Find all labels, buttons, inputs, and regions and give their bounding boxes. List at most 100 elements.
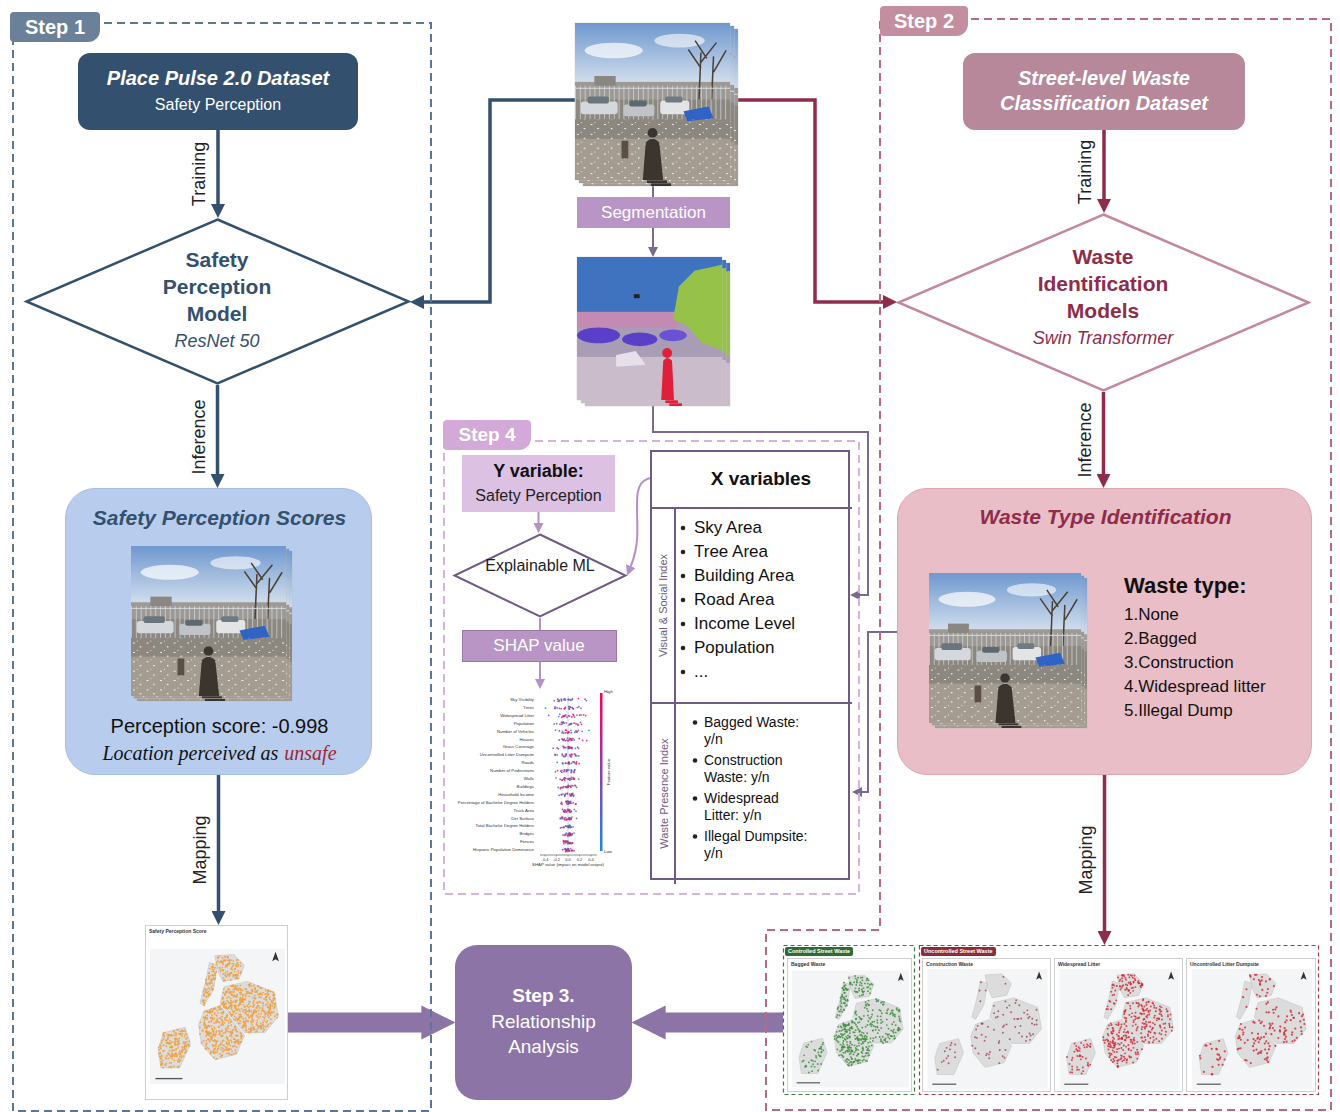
shap-dot <box>563 826 565 828</box>
shap-dot <box>576 786 578 788</box>
process-label: Segmentation <box>577 201 730 224</box>
map-point <box>257 986 259 988</box>
map-point <box>883 1003 885 1005</box>
shap-dot <box>562 763 564 765</box>
shap-dot <box>559 787 561 789</box>
map-point <box>215 1051 217 1053</box>
map-point <box>237 970 239 972</box>
map-point <box>239 988 241 990</box>
shap-dot <box>571 738 573 740</box>
map-point <box>866 1032 868 1034</box>
map-point <box>167 1042 169 1044</box>
shap-dot <box>577 730 579 732</box>
map-point <box>235 996 237 998</box>
shap-dot <box>560 816 562 818</box>
map-point <box>245 1017 247 1019</box>
shap-dot <box>565 817 567 819</box>
map-point <box>160 1060 162 1062</box>
map-point <box>225 1003 227 1005</box>
map-point <box>225 1036 227 1038</box>
map-point <box>168 1042 170 1044</box>
map-point <box>162 1059 164 1061</box>
map-point <box>864 1036 866 1038</box>
map-point <box>205 983 207 985</box>
shap-dot <box>566 793 568 795</box>
map-point <box>168 1066 170 1068</box>
shap-dot <box>569 842 571 844</box>
map-point <box>240 993 242 995</box>
map-point <box>234 1015 236 1017</box>
table-row: Waste Presence IndexBagged Waste: y/nCon… <box>652 702 852 882</box>
variable-item: Population <box>694 637 844 659</box>
map-point <box>230 972 232 974</box>
shap-dot <box>571 778 573 780</box>
map-point <box>260 1026 262 1028</box>
map-point <box>811 1066 813 1068</box>
map-point <box>852 1053 854 1055</box>
map-point <box>167 1052 169 1054</box>
map-point <box>230 994 232 996</box>
shap-dot <box>565 747 567 749</box>
shap-dot <box>559 708 561 710</box>
map-point <box>168 1054 170 1056</box>
map-drawing <box>792 971 909 1088</box>
step-tab: Step 4 <box>443 420 531 450</box>
map-point <box>226 1016 228 1018</box>
shap-dot <box>569 802 571 804</box>
map-point <box>844 1046 846 1048</box>
map-point <box>867 1042 869 1044</box>
map-point <box>208 972 210 974</box>
map-point <box>210 1051 212 1053</box>
shap-dot <box>573 739 575 741</box>
map-point <box>256 1024 258 1026</box>
map-point <box>236 959 238 961</box>
model-title: Safety Perception Model <box>142 246 292 327</box>
shap-dot <box>562 808 564 810</box>
map-point <box>859 984 861 986</box>
shap-dot <box>571 747 573 749</box>
map-point <box>843 989 845 991</box>
shap-dot <box>568 708 570 710</box>
shap-dot <box>570 811 572 813</box>
map-point <box>228 996 230 998</box>
output-label: SHAP value <box>463 634 615 657</box>
shap-dot <box>563 811 565 813</box>
map-point <box>265 1012 267 1014</box>
map-point <box>879 1036 881 1038</box>
shap-dot <box>570 732 572 734</box>
map-point <box>224 994 226 996</box>
map-point <box>225 976 227 978</box>
map-point <box>877 1015 879 1017</box>
map-point <box>233 986 235 988</box>
shap-dot <box>567 826 569 828</box>
shap-dot <box>562 745 564 747</box>
shap-dot <box>566 793 568 795</box>
shap-dot <box>553 700 555 702</box>
shap-dot <box>567 809 569 811</box>
map-point <box>251 993 253 995</box>
map-point <box>254 988 256 990</box>
map-point <box>235 974 237 976</box>
map-point <box>274 1003 276 1005</box>
map-point <box>210 981 212 983</box>
map-point <box>227 964 229 966</box>
shap-dot <box>568 731 570 733</box>
map-point <box>237 963 239 965</box>
map-point <box>218 1008 220 1010</box>
map-point <box>849 1032 851 1034</box>
map-point <box>231 1054 233 1056</box>
map-point <box>240 997 242 999</box>
bullet-dot <box>681 646 686 651</box>
box-title: Place Pulse 2.0 Dataset <box>78 65 358 91</box>
map-point <box>181 1046 183 1048</box>
shap-dot <box>578 747 580 749</box>
shap-dot <box>566 716 568 718</box>
map-point <box>173 1065 175 1067</box>
connector <box>652 1013 783 1033</box>
shap-dot <box>563 786 565 788</box>
map-point <box>231 994 233 996</box>
map-point <box>885 1033 887 1035</box>
map-point <box>256 991 258 993</box>
map-point <box>220 1030 222 1032</box>
map-point <box>264 1011 266 1013</box>
